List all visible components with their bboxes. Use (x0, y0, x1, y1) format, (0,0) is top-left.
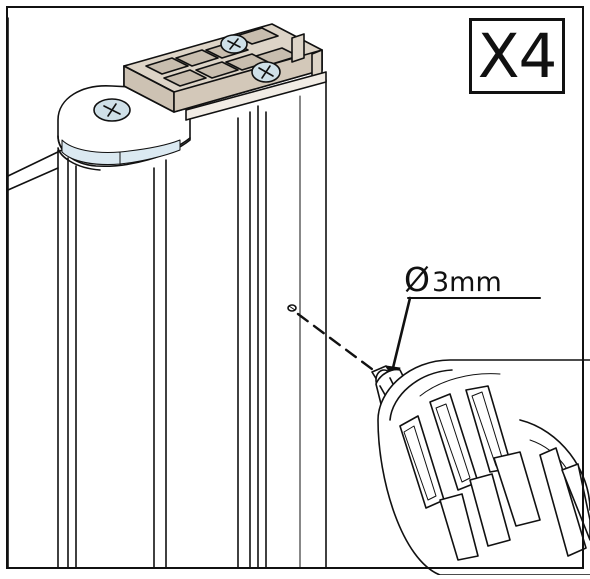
phillips-screw-icon (251, 61, 281, 83)
quantity-badge: X4 (469, 18, 565, 94)
glass-panel (7, 17, 63, 569)
drill-size-value: 3mm (431, 267, 502, 298)
phillips-screw-icon (220, 34, 248, 54)
phillips-screw-icon (93, 98, 131, 122)
drill-icon (371, 359, 590, 576)
quantity-label: X4 (477, 20, 558, 92)
hinge-cap (57, 85, 191, 171)
drill-path-line (296, 312, 386, 380)
diameter-symbol: Ø (404, 260, 430, 299)
screw-icon (287, 304, 297, 312)
drill-size-label: Ø3mm (404, 260, 502, 300)
door-profile (57, 79, 327, 569)
